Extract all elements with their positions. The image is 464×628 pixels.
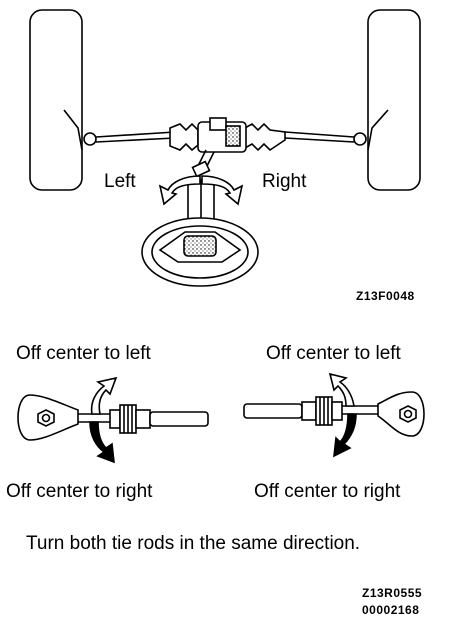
left-adjusting-sleeve [109,409,121,429]
instruction-text: Turn both tie rods in the same direction… [26,533,361,554]
right-direction-label: Right [262,171,307,192]
right-wheel [367,9,421,191]
left-rotate-down-arrow-icon [89,421,115,464]
right-rotate-up-arrow-icon [328,372,355,407]
left-rod-off-center-left-label: Off center to left [16,343,151,364]
left-rod-off-center-right-label: Off center to right [6,481,153,502]
left-rack-boot [169,122,199,152]
steering-system-illustration [29,9,421,287]
top-figure-code: Z13F0048 [356,289,415,303]
rotation-arrow-right-icon [201,175,244,206]
left-tie-rod-assembly [17,376,209,464]
right-rod-off-center-right-label: Off center to right [254,481,401,502]
left-tie-rod-end [83,132,97,146]
right-wheel-arm [367,109,389,151]
right-tie-rod-shaft [243,403,303,419]
right-rod-off-center-left-label: Off center to left [266,343,401,364]
right-tie-rod-end [353,132,367,146]
right-tie-rod [284,131,355,138]
left-tie-rod-nut-icon [37,409,55,427]
right-rotate-down-arrow-icon [333,413,357,458]
right-rack-boot [244,122,286,152]
rotation-arrow-left-icon [158,175,201,206]
left-tie-rod [95,131,176,138]
left-rotate-up-arrow-icon [90,376,118,415]
left-tie-rod-shaft [149,411,209,427]
bottom-figure-code: Z13R0555 [362,586,423,600]
document-number: 00002168 [362,603,420,617]
left-wheel-arm [63,109,83,151]
right-tie-rod-assembly [243,372,425,458]
left-direction-label: Left [104,171,136,192]
right-tie-rod-nut-icon [399,405,417,423]
left-wheel [29,9,83,191]
